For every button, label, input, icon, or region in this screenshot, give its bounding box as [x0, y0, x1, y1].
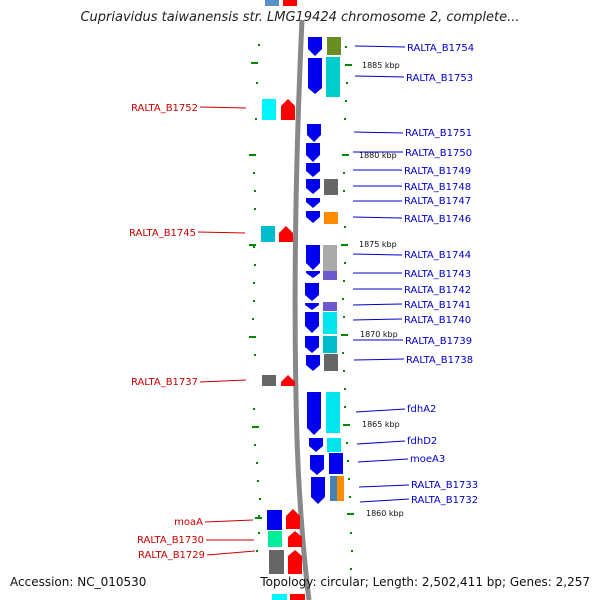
gene-b1730[interactable]: [268, 531, 282, 547]
gene-b1742[interactable]: [305, 283, 319, 301]
gene-b1739[interactable]: [305, 336, 319, 353]
label-moeA3[interactable]: moeA3: [410, 454, 445, 465]
label-b1732[interactable]: RALTA_B1732: [411, 495, 478, 506]
left-label-lines: [197, 106, 256, 556]
label-b1739[interactable]: RALTA_B1739: [405, 336, 472, 347]
gene-fdhD2-feature[interactable]: [327, 438, 341, 452]
left-gene-labels: RALTA_B1752 RALTA_B1745 RALTA_B1737 moaA…: [129, 103, 205, 561]
gene-b1733-feature-a[interactable]: [330, 476, 337, 501]
gene-b1740[interactable]: [305, 312, 319, 333]
gene-b1740-feature[interactable]: [323, 312, 337, 334]
label-b1741[interactable]: RALTA_B1741: [404, 300, 471, 311]
label-b1751[interactable]: RALTA_B1751: [405, 128, 472, 139]
right-gene-labels: RALTA_B1754 RALTA_B1753 RALTA_B1751 RALT…: [404, 43, 478, 506]
gene-moeA3-feature[interactable]: [329, 453, 343, 474]
gene-b1753-feature[interactable]: [326, 57, 340, 97]
gene-b1737[interactable]: [262, 375, 276, 386]
label-b1740[interactable]: RALTA_B1740: [404, 315, 471, 326]
map-title: Cupriavidus taiwanensis str. LMG19424 ch…: [80, 10, 520, 25]
label-b1744[interactable]: RALTA_B1744: [404, 250, 471, 261]
gene-b1752-b[interactable]: [281, 99, 295, 120]
gene-b1746-feature[interactable]: [324, 212, 338, 224]
label-b1749[interactable]: RALTA_B1749: [404, 166, 471, 177]
gene-b1751[interactable]: [307, 124, 321, 142]
gene-b1741[interactable]: [305, 303, 319, 310]
right-label-lines: [352, 45, 410, 503]
gene-b1749[interactable]: [306, 163, 320, 177]
outer-track-dots: [252, 44, 353, 570]
plus-strand-genes: [305, 37, 344, 504]
gene-b1737-b[interactable]: [281, 375, 295, 386]
gene-clipped-top-2[interactable]: [283, 0, 297, 6]
tick-label-1880: 1880 kbp: [359, 151, 397, 160]
label-b1743[interactable]: RALTA_B1743: [404, 269, 471, 280]
accession-text: Accession: NC_010530: [10, 575, 147, 589]
gene-b1744[interactable]: [306, 245, 320, 270]
gene-b1744-feature[interactable]: [323, 245, 337, 271]
gene-b1745[interactable]: [261, 226, 275, 242]
gene-b1747[interactable]: [306, 198, 320, 208]
label-b1754[interactable]: RALTA_B1754: [407, 43, 474, 54]
gene-moeA3[interactable]: [310, 455, 324, 475]
gene-fdhA2-feature[interactable]: [326, 392, 340, 433]
gene-b1754-feature[interactable]: [327, 37, 341, 55]
gene-b1748[interactable]: [306, 179, 320, 194]
label-b1730[interactable]: RALTA_B1730: [137, 535, 204, 546]
tick-label-1870: 1870 kbp: [360, 330, 398, 339]
gene-b1732-feature-b[interactable]: [337, 476, 344, 501]
gene-clipped-bottom-1[interactable]: [272, 594, 287, 600]
label-moaA[interactable]: moaA: [174, 517, 203, 528]
chromosome-backbone: [292, 19, 312, 600]
gene-b1738-feature[interactable]: [324, 354, 338, 371]
gene-clipped-bottom-2[interactable]: [290, 594, 305, 600]
gene-b1739-feature[interactable]: [323, 336, 337, 353]
gene-b1752[interactable]: [262, 99, 276, 120]
label-fdhD2[interactable]: fdhD2: [407, 436, 437, 447]
label-b1748[interactable]: RALTA_B1748: [404, 182, 471, 193]
label-fdhA2[interactable]: fdhA2: [407, 404, 436, 415]
gene-moaA-b[interactable]: [286, 509, 300, 529]
tick-label-1865: 1865 kbp: [362, 420, 400, 429]
gene-b1741-feature[interactable]: [323, 302, 337, 311]
tick-label-1875: 1875 kbp: [359, 240, 397, 249]
gene-clipped-top-1[interactable]: [265, 0, 279, 6]
label-b1742[interactable]: RALTA_B1742: [404, 285, 471, 296]
label-b1746[interactable]: RALTA_B1746: [404, 214, 471, 225]
gene-b1743[interactable]: [306, 271, 320, 278]
label-b1738[interactable]: RALTA_B1738: [406, 355, 473, 366]
gene-b1748-feature[interactable]: [324, 179, 338, 195]
gene-b1733[interactable]: [311, 477, 325, 504]
label-b1753[interactable]: RALTA_B1753: [406, 73, 473, 84]
gene-b1745-b[interactable]: [279, 226, 293, 242]
gene-fdhA2[interactable]: [307, 392, 321, 435]
gene-fdhD2[interactable]: [309, 438, 323, 452]
tick-label-1860: 1860 kbp: [366, 509, 404, 518]
tick-label-1885: 1885 kbp: [362, 61, 400, 70]
gene-b1729[interactable]: [269, 550, 284, 574]
gene-b1746[interactable]: [306, 211, 320, 223]
label-b1745[interactable]: RALTA_B1745: [129, 228, 196, 239]
gene-b1753[interactable]: [308, 58, 322, 94]
gene-b1750[interactable]: [306, 143, 320, 162]
gene-b1743-feature[interactable]: [323, 271, 337, 280]
label-b1733[interactable]: RALTA_B1733: [411, 480, 478, 491]
gene-b1729-b[interactable]: [288, 550, 302, 574]
label-b1729[interactable]: RALTA_B1729: [138, 550, 205, 561]
gene-b1730-b[interactable]: [288, 531, 302, 547]
label-b1750[interactable]: RALTA_B1750: [405, 148, 472, 159]
genome-summary-text: Topology: circular; Length: 2,502,411 bp…: [260, 575, 590, 589]
gene-b1738[interactable]: [306, 355, 320, 371]
label-b1747[interactable]: RALTA_B1747: [404, 196, 471, 207]
label-b1737[interactable]: RALTA_B1737: [131, 377, 198, 388]
minus-strand-genes: [261, 99, 305, 600]
gene-moaA[interactable]: [267, 510, 282, 530]
label-b1752[interactable]: RALTA_B1752: [131, 103, 198, 114]
gene-b1754[interactable]: [308, 37, 322, 56]
left-tick-marks: [249, 62, 262, 519]
right-tick-marks: [341, 64, 354, 515]
